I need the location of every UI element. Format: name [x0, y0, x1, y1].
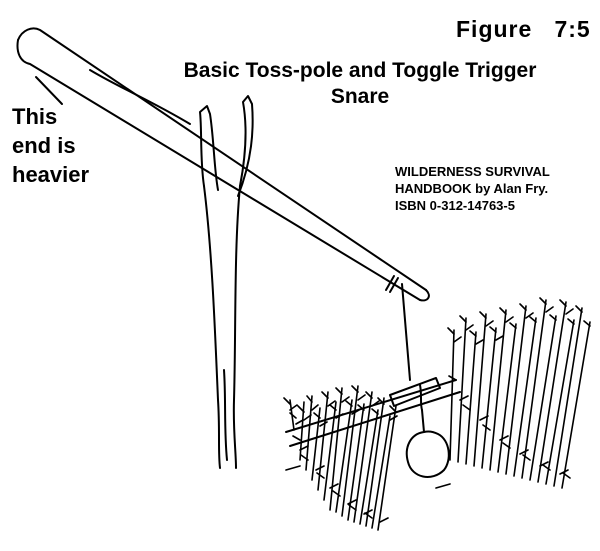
- source-credit-line3: ISBN 0-312-14763-5: [395, 198, 515, 213]
- source-credit-line2: HANDBOOK by Alan Fry.: [395, 181, 549, 196]
- figure-title-line2: Snare: [330, 85, 390, 108]
- toggle-trigger: [285, 377, 461, 447]
- figure-title: Basic Toss-pole and Toggle Trigger Snare: [120, 58, 600, 110]
- heavy-end-note-line3: heavier: [12, 162, 90, 187]
- heavy-end-note: This end is heavier: [12, 102, 122, 189]
- toss-pole: [16, 27, 430, 302]
- forked-post: [199, 95, 254, 469]
- source-credit-line1: WILDERNESS SURVIVAL: [395, 164, 550, 179]
- figure-number: Figure 7:5: [456, 16, 591, 42]
- snare-noose: [405, 409, 450, 478]
- heavy-end-note-line2: end is: [12, 133, 76, 158]
- cord: [401, 283, 411, 381]
- source-credit: WILDERNESS SURVIVAL HANDBOOK by Alan Fry…: [395, 163, 600, 214]
- figure-title-line1: Basic Toss-pole and Toggle Trigger: [183, 59, 537, 82]
- heavy-end-note-line1: This: [12, 104, 58, 129]
- brush-fence: [283, 297, 591, 531]
- leader-line: [35, 76, 63, 105]
